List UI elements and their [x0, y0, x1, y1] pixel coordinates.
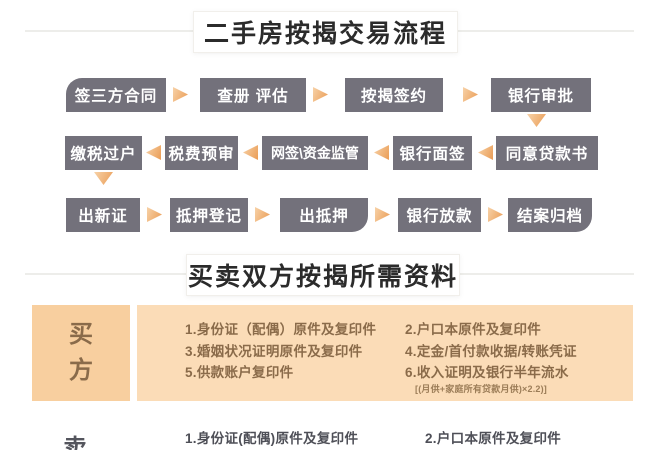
- arrow-right-icon: [147, 207, 162, 222]
- flow-step-pay-tax-transfer: 缴税过户: [65, 136, 142, 170]
- flow-step-label: 同意贷款书: [505, 146, 589, 163]
- arrow-right-icon: [463, 87, 478, 102]
- buyer-income-note: [(月供+家庭所有贷款月供)×2.2)]: [415, 384, 548, 394]
- flow-step-bank-interview: 银行面签: [393, 136, 472, 170]
- flow-step-label: 税费预审: [168, 146, 235, 163]
- flow-step-new-certificate: 出新证: [66, 198, 140, 232]
- flow-step-label: 银行放款: [406, 208, 473, 225]
- flow-step-loan-consent-letter: 同意贷款书: [496, 136, 598, 170]
- buyer-doc-row: 1.身份证（配偶）原件及复印件 2.户口本原件及复印件: [185, 318, 633, 338]
- buyer-doc-row: 5.供款账户复印件 6.收入证明及银行半年流水 [(月供+家庭所有贷款月供)×2…: [185, 361, 633, 395]
- flow-step-online-sign-fund-supervision: 网签\资金监管: [262, 136, 368, 170]
- flow-step-label: 抵押登记: [175, 208, 242, 225]
- arrow-down-icon: [527, 114, 546, 127]
- flow-step-label: 出抵押: [299, 208, 349, 225]
- section2-title-text: 买卖双方按揭所需资料: [187, 263, 458, 291]
- buyer-materials-panel: 1.身份证（配偶）原件及复印件 2.户口本原件及复印件 3.婚姻状况证明原件及复…: [137, 305, 633, 401]
- arrow-right-icon: [488, 207, 503, 222]
- buyer-doc-item: 2.户口本原件及复印件: [405, 322, 542, 337]
- arrow-right-icon: [313, 87, 328, 102]
- buyer-label-text: 买方: [69, 321, 93, 384]
- flow-step-label: 出新证: [78, 208, 128, 225]
- flow-step-issue-mortgage: 出抵押: [280, 198, 368, 232]
- section1-title: 二手房按揭交易流程: [193, 11, 458, 53]
- flow-step-label: 网签\资金监管: [271, 145, 359, 161]
- flow-step-label: 银行审批: [507, 88, 574, 105]
- flow-step-case-closed-archive: 结案归档: [508, 198, 592, 232]
- arrow-left-icon: [478, 145, 493, 160]
- buyer-doc-row: 3.婚姻状况证明原件及复印件 4.定金/首付款收据/转账凭证: [185, 340, 633, 360]
- buyer-doc-item: 4.定金/首付款收据/转账凭证: [405, 343, 577, 359]
- buyer-doc-item-income: 6.收入证明及银行半年流水 [(月供+家庭所有贷款月供)×2.2)]: [405, 361, 569, 395]
- arrow-down-icon: [94, 172, 113, 185]
- section2-title: 买卖双方按揭所需资料: [186, 254, 460, 296]
- buyer-doc-item: 5.供款账户复印件: [185, 365, 294, 380]
- seller-label-box: 卖方: [62, 427, 88, 450]
- flow-step-tax-preaudit: 税费预审: [165, 136, 238, 170]
- flow-step-label: 签三方合同: [74, 88, 158, 105]
- flow-step-mortgage-registration: 抵押登记: [170, 198, 248, 232]
- buyer-doc-item: 1.身份证（配偶）原件及复印件: [185, 322, 377, 337]
- buyer-label-box: 买方: [32, 305, 130, 401]
- flow-step-label: 银行面签: [399, 146, 466, 163]
- flow-step-title-search-appraisal: 查册 评估: [200, 78, 306, 112]
- arrow-left-icon: [146, 145, 161, 160]
- flow-step-bank-approval: 银行审批: [491, 78, 591, 112]
- arrow-right-icon: [173, 87, 188, 102]
- arrow-left-icon: [243, 145, 258, 160]
- buyer-doc-item: 3.婚姻状况证明原件及复印件: [185, 343, 363, 359]
- flow-step-sign-tripartite: 签三方合同: [66, 78, 166, 112]
- flow-step-label: 查册 评估: [217, 88, 289, 105]
- arrow-right-icon: [375, 207, 390, 222]
- flow-step-label: 结案归档: [516, 208, 583, 225]
- flow-step-mortgage-signing: 按揭签约: [345, 78, 443, 112]
- section1-title-text: 二手房按揭交易流程: [203, 20, 447, 48]
- seller-doc-item: 2.户口本原件及复印件: [425, 431, 562, 446]
- seller-label-text: 卖方: [63, 435, 87, 450]
- arrow-right-icon: [255, 207, 270, 222]
- flow-step-label: 按揭签约: [360, 88, 427, 105]
- arrow-left-icon: [374, 145, 389, 160]
- buyer-doc-item: 6.收入证明及银行半年流水: [405, 365, 569, 380]
- flow-step-label: 缴税过户: [70, 146, 137, 163]
- flow-step-bank-disbursement: 银行放款: [398, 198, 481, 232]
- seller-doc-item: 1.身份证(配偶)原件及复印件: [185, 431, 359, 446]
